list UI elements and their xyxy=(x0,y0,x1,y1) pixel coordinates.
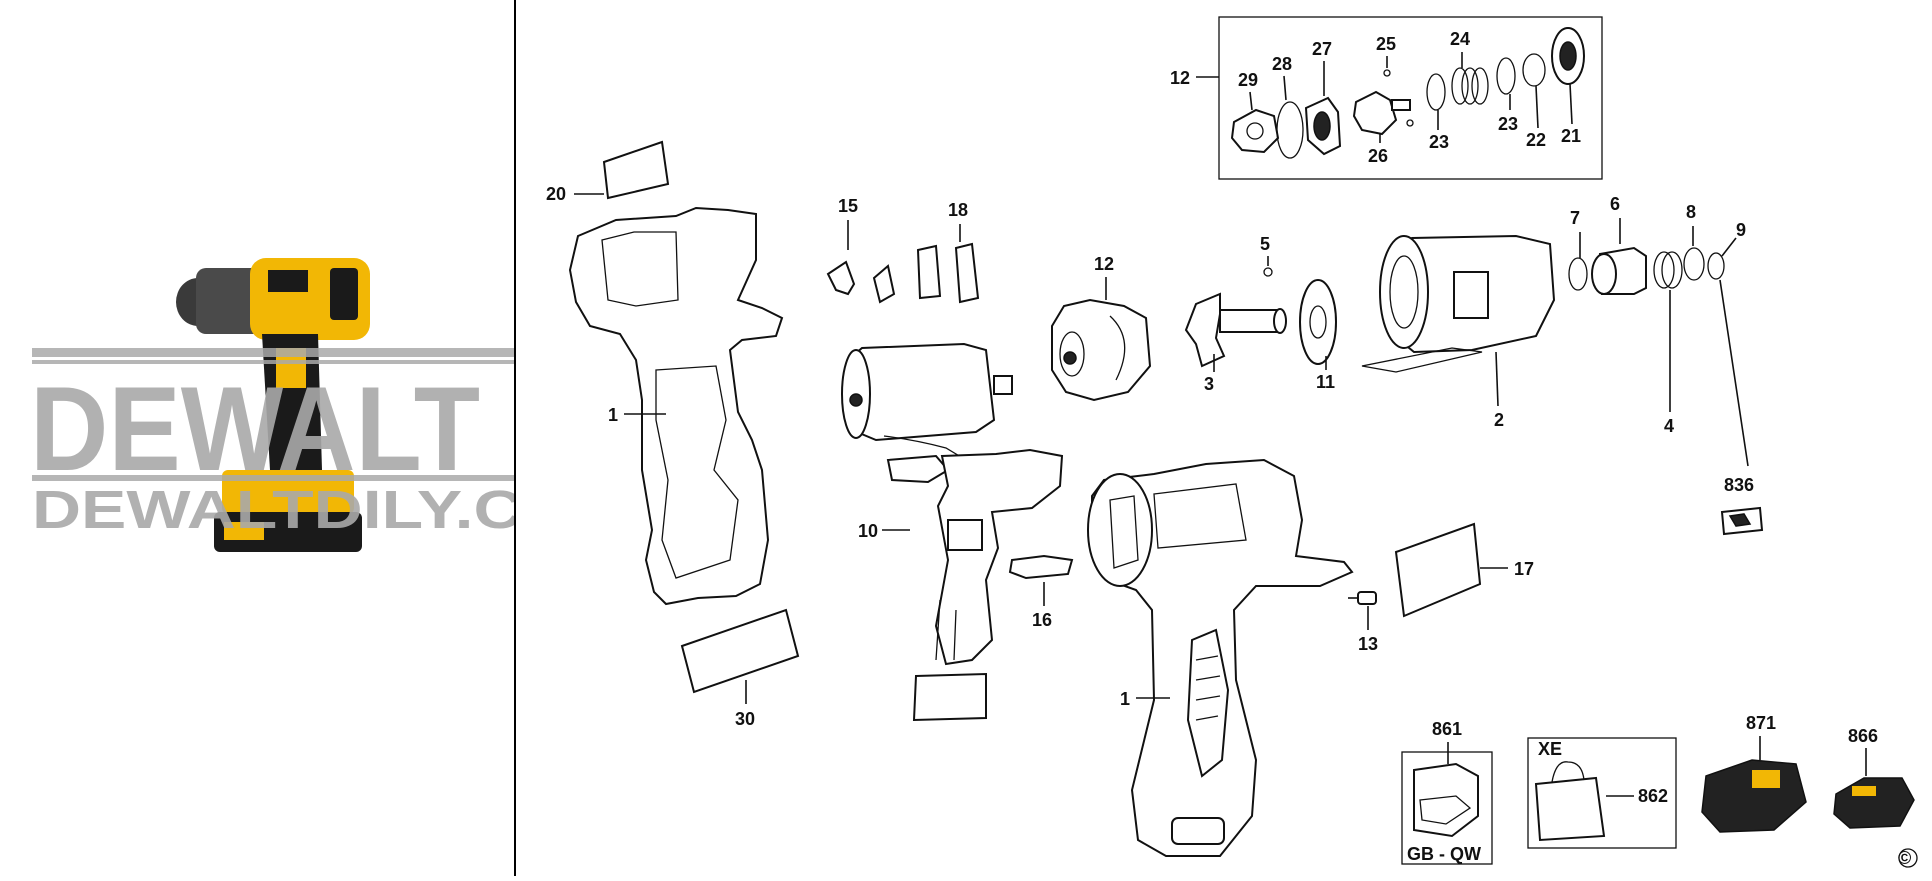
part-15-brush-a xyxy=(826,260,856,296)
part-20-label xyxy=(602,140,670,200)
bag-region-code: XE xyxy=(1538,739,1562,759)
part-12-carrier xyxy=(1051,298,1152,402)
case-region-code: GB - QW xyxy=(1407,844,1481,864)
label-7: 7 xyxy=(1570,208,1580,228)
part-30-label xyxy=(680,608,800,694)
label-22: 22 xyxy=(1526,130,1546,150)
label-24: 24 xyxy=(1450,29,1470,49)
label-20: 20 xyxy=(546,184,566,204)
label-23-right: 23 xyxy=(1498,114,1518,134)
part-17-label xyxy=(1394,522,1482,618)
label-1-right: 1 xyxy=(1120,689,1130,709)
label-18: 18 xyxy=(948,200,968,220)
label-16: 16 xyxy=(1032,610,1052,630)
product-image: DEWALT ® DEWALTDILY.CZ xyxy=(30,258,564,552)
part-866-battery xyxy=(1833,777,1915,829)
label-17: 17 xyxy=(1514,559,1534,579)
copyright-mark: © xyxy=(1898,848,1911,868)
label-27: 27 xyxy=(1312,39,1332,59)
bag-box xyxy=(1527,737,1677,849)
part-16-shape xyxy=(1008,554,1074,580)
housing-left-shape xyxy=(568,206,784,606)
label-862: 862 xyxy=(1638,786,1668,806)
part-18-holder-b xyxy=(954,242,980,304)
part-26-shape xyxy=(1352,90,1398,136)
part-15-brush-b xyxy=(872,264,896,304)
part-10-switch xyxy=(934,448,1064,666)
label-2: 2 xyxy=(1494,410,1504,430)
label-21: 21 xyxy=(1561,126,1581,146)
label-28: 28 xyxy=(1272,54,1292,74)
label-13: 13 xyxy=(1358,634,1378,654)
label-12-middle: 12 xyxy=(1094,254,1114,274)
rotor-assembly-box xyxy=(1218,16,1603,180)
part-3-anvil xyxy=(1184,292,1226,368)
label-10: 10 xyxy=(858,521,878,541)
watermark-brand: DEWALT xyxy=(30,362,480,496)
label-30: 30 xyxy=(735,709,755,729)
label-836: 836 xyxy=(1724,475,1754,495)
label-866: 866 xyxy=(1848,726,1878,746)
label-5: 5 xyxy=(1260,234,1270,254)
panel-divider xyxy=(514,0,516,876)
label-4: 4 xyxy=(1664,416,1674,436)
label-861: 861 xyxy=(1432,719,1462,739)
product-panel: DEWALT ® DEWALTDILY.CZ xyxy=(0,0,564,876)
label-11: 11 xyxy=(1316,372,1335,392)
label-23-left: 23 xyxy=(1429,132,1449,152)
label-6: 6 xyxy=(1610,194,1620,214)
label-15: 15 xyxy=(838,196,858,216)
part-861-case xyxy=(1413,762,1479,838)
label-3: 3 xyxy=(1204,374,1214,394)
label-8: 8 xyxy=(1686,202,1696,222)
part-29-shape xyxy=(1230,108,1280,154)
case-box xyxy=(1401,751,1493,865)
label-25: 25 xyxy=(1376,34,1396,54)
exploded-diagram: 12 29 28 27 25 26 23 24 23 22 21 20 1 xyxy=(516,0,1932,876)
label-29: 29 xyxy=(1238,70,1258,90)
part-18-holder-a xyxy=(916,244,942,300)
label-871: 871 xyxy=(1746,713,1776,733)
label-9: 9 xyxy=(1736,220,1746,240)
label-12-box: 12 xyxy=(1170,68,1190,88)
diagram-svg: 12 29 28 27 25 26 23 24 23 22 21 20 1 xyxy=(546,16,1918,868)
part-862-bag xyxy=(1534,776,1606,842)
watermark-site: DEWALTDILY.CZ xyxy=(32,480,514,540)
label-26: 26 xyxy=(1368,146,1388,166)
label-1-left: 1 xyxy=(608,405,618,425)
